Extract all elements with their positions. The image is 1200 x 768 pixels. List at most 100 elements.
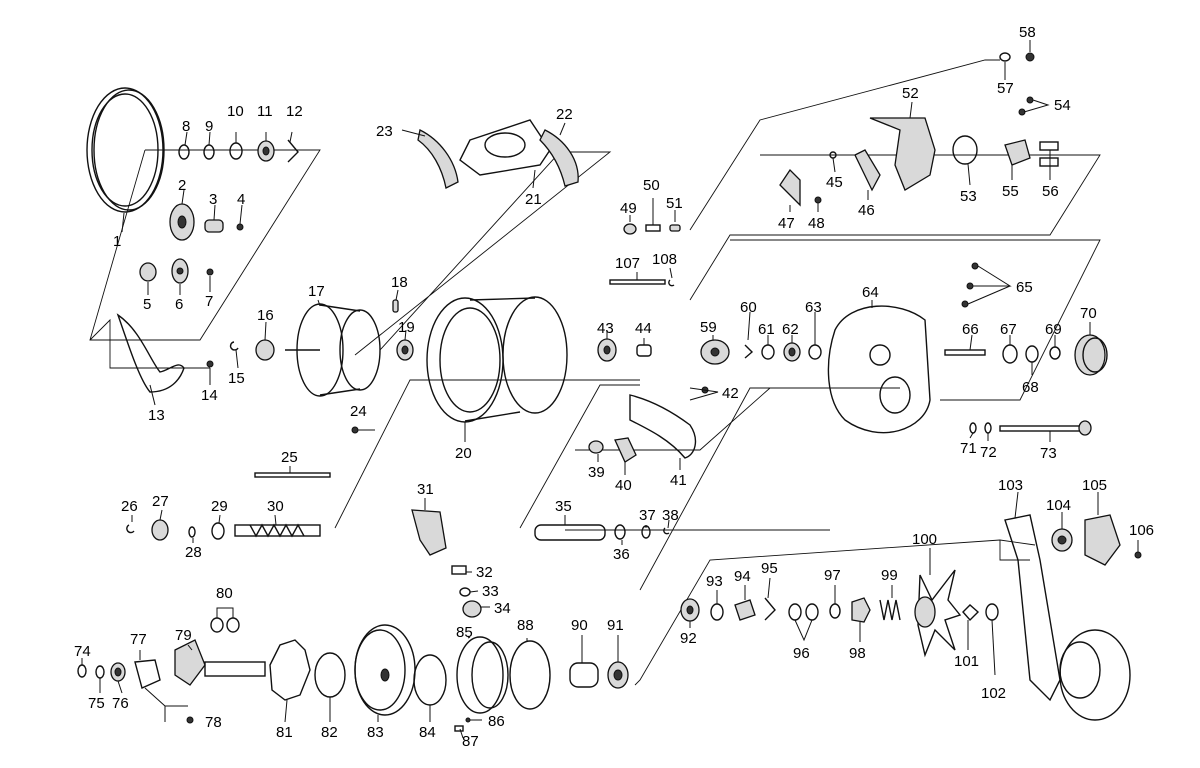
label-104: 104 <box>1046 497 1071 514</box>
label-78: 78 <box>205 714 222 731</box>
part-24-screw <box>351 426 359 434</box>
label-62: 62 <box>782 321 799 338</box>
part-6-gear <box>171 258 189 284</box>
label-73: 73 <box>1040 445 1057 462</box>
label-11: 11 <box>257 103 273 120</box>
label-108: 108 <box>652 251 677 268</box>
label-10: 10 <box>227 103 244 120</box>
label-74: 74 <box>74 643 91 660</box>
label-60: 60 <box>740 299 757 316</box>
part-39-collar <box>588 440 604 454</box>
label-41: 41 <box>670 472 687 489</box>
label-40: 40 <box>615 477 632 494</box>
label-25: 25 <box>281 449 298 466</box>
label-8: 8 <box>182 118 190 135</box>
label-69: 69 <box>1045 321 1062 338</box>
label-85: 85 <box>456 624 473 641</box>
part-105-retainer <box>1084 514 1121 566</box>
label-4: 4 <box>237 191 245 208</box>
label-51: 51 <box>666 195 683 212</box>
label-14: 14 <box>201 387 218 404</box>
part-83-gear <box>354 624 416 716</box>
part-94-ratchet <box>734 599 756 621</box>
label-98: 98 <box>849 645 866 662</box>
guide-lines <box>89 59 1101 686</box>
label-82: 82 <box>321 724 338 741</box>
label-24: 24 <box>350 403 367 420</box>
label-58: 58 <box>1019 24 1036 41</box>
part-73-bolt <box>999 420 1092 436</box>
part-38-clip <box>663 527 670 535</box>
label-102: 102 <box>981 685 1006 702</box>
part-72-washer <box>984 422 992 434</box>
label-84: 84 <box>419 724 436 741</box>
label-46: 46 <box>858 202 875 219</box>
part-92-bearing <box>680 598 700 622</box>
label-96: 96 <box>793 645 810 662</box>
label-7: 7 <box>205 293 213 310</box>
part-13-plate <box>116 313 185 393</box>
part-91-bearing <box>607 661 629 689</box>
label-72: 72 <box>980 444 997 461</box>
label-30: 30 <box>267 498 284 515</box>
label-37: 37 <box>639 507 656 524</box>
label-36: 36 <box>613 546 630 563</box>
part-80-rings <box>210 617 240 633</box>
part-62-bearing <box>783 342 801 362</box>
part-17-spool <box>285 303 381 397</box>
label-35: 35 <box>555 498 572 515</box>
part-41-plate <box>629 394 697 459</box>
label-23: 23 <box>376 123 393 140</box>
part-21-cover <box>459 119 551 176</box>
label-57: 57 <box>997 80 1014 97</box>
label-15: 15 <box>228 370 245 387</box>
part-40-lever <box>614 437 637 463</box>
part-56-springs <box>1039 141 1059 167</box>
label-86: 86 <box>488 713 505 730</box>
part-52-bracket <box>869 117 936 191</box>
callout-labels: 1 2 3 4 5 6 7 8 9 10 11 12 13 14 15 16 1… <box>74 24 1154 750</box>
part-107-rod <box>609 279 666 285</box>
part-90-sleeve <box>569 662 599 688</box>
part-5-collar <box>139 262 157 282</box>
label-90: 90 <box>571 617 588 634</box>
label-92: 92 <box>680 630 697 647</box>
label-93: 93 <box>706 573 723 590</box>
part-86-ball <box>465 717 471 723</box>
label-27: 27 <box>152 493 169 510</box>
label-81: 81 <box>276 724 293 741</box>
label-52: 52 <box>902 85 919 102</box>
label-99: 99 <box>881 567 898 584</box>
part-60-spring <box>744 344 754 359</box>
part-63-bushing <box>808 344 822 360</box>
part-103-handle <box>1004 514 1131 721</box>
label-33: 33 <box>482 583 499 600</box>
label-18: 18 <box>391 274 408 291</box>
label-9: 9 <box>205 118 213 135</box>
part-95-spring <box>764 597 776 621</box>
label-79: 79 <box>175 627 192 644</box>
label-106: 106 <box>1129 522 1154 539</box>
part-51-pin <box>669 224 681 232</box>
part-15-clip <box>229 341 239 351</box>
part-9-washer <box>203 144 215 160</box>
part-46-lever <box>854 149 881 192</box>
label-17: 17 <box>308 283 325 300</box>
part-96-washers <box>788 603 819 621</box>
part-20-frame <box>426 296 568 423</box>
label-20: 20 <box>455 445 472 462</box>
part-104-nut <box>1051 528 1073 552</box>
label-50: 50 <box>643 177 660 194</box>
part-70-cap <box>1074 334 1108 376</box>
part-74-washer <box>77 664 87 678</box>
part-4-screw <box>236 223 244 231</box>
part-93-washer <box>710 603 724 621</box>
label-75: 75 <box>88 695 105 712</box>
part-28-washer <box>188 526 196 538</box>
part-32-spring <box>451 565 467 575</box>
part-108-clip <box>668 279 675 287</box>
part-16-knob <box>255 339 275 361</box>
part-71-washer <box>969 422 977 434</box>
label-63: 63 <box>805 299 822 316</box>
